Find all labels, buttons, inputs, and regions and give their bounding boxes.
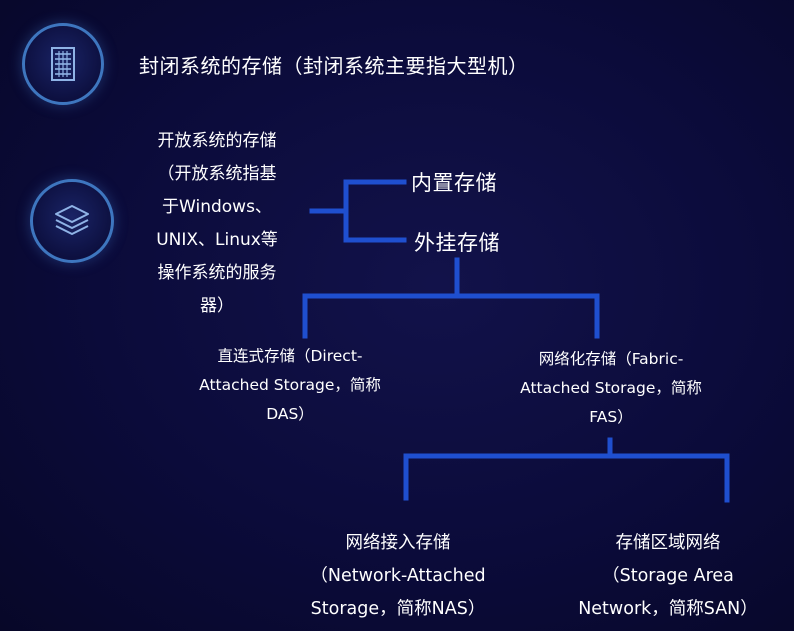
das-line: 直连式存储（Direct- <box>217 347 363 365</box>
das-line: DAS） <box>266 405 314 423</box>
fas-line: 网络化存储（Fabric- <box>538 350 684 368</box>
fas-line: FAS） <box>589 408 633 426</box>
nas-node: 网络接入存储 （Network-Attached Storage，简称NAS） <box>278 527 518 626</box>
internal-storage-label: 内置存储 <box>411 171 497 195</box>
closed-system-icon-badge <box>22 23 104 105</box>
fas-line: Attached Storage，简称 <box>520 379 702 397</box>
open-system-line: UNIX、Linux等 <box>156 230 278 250</box>
nas-line: Storage，简称NAS） <box>310 599 486 619</box>
open-system-line: 开放系统的存储 <box>157 131 277 151</box>
san-line: （Storage Area <box>602 566 734 586</box>
san-node: 存储区域网络 （Storage Area Network，简称SAN） <box>548 527 788 626</box>
open-system-line: 器） <box>200 296 234 316</box>
open-system-line: 操作系统的服务 <box>157 263 277 283</box>
nas-line: （Network-Attached <box>310 566 486 586</box>
san-line: 存储区域网络 <box>615 533 721 553</box>
fas-node: 网络化存储（Fabric- Attached Storage，简称 FAS） <box>496 345 726 432</box>
open-system-line: 于Windows、 <box>162 197 272 217</box>
layers-stack-icon <box>55 205 89 235</box>
closed-system-label: 封闭系统的存储（封闭系统主要指大型机） <box>139 54 529 78</box>
external-storage-label: 外挂存储 <box>414 231 500 255</box>
open-system-description: 开放系统的存储 （开放系统指基 于Windows、 UNIX、Linux等 操作… <box>132 125 302 323</box>
san-line: Network，简称SAN） <box>578 599 758 619</box>
open-system-line: （开放系统指基 <box>157 164 277 184</box>
nas-line: 网络接入存储 <box>345 533 451 553</box>
das-line: Attached Storage，简称 <box>199 376 381 394</box>
server-rack-icon <box>51 47 75 81</box>
open-system-icon-badge <box>30 179 114 263</box>
das-node: 直连式存储（Direct- Attached Storage，简称 DAS） <box>175 342 405 429</box>
